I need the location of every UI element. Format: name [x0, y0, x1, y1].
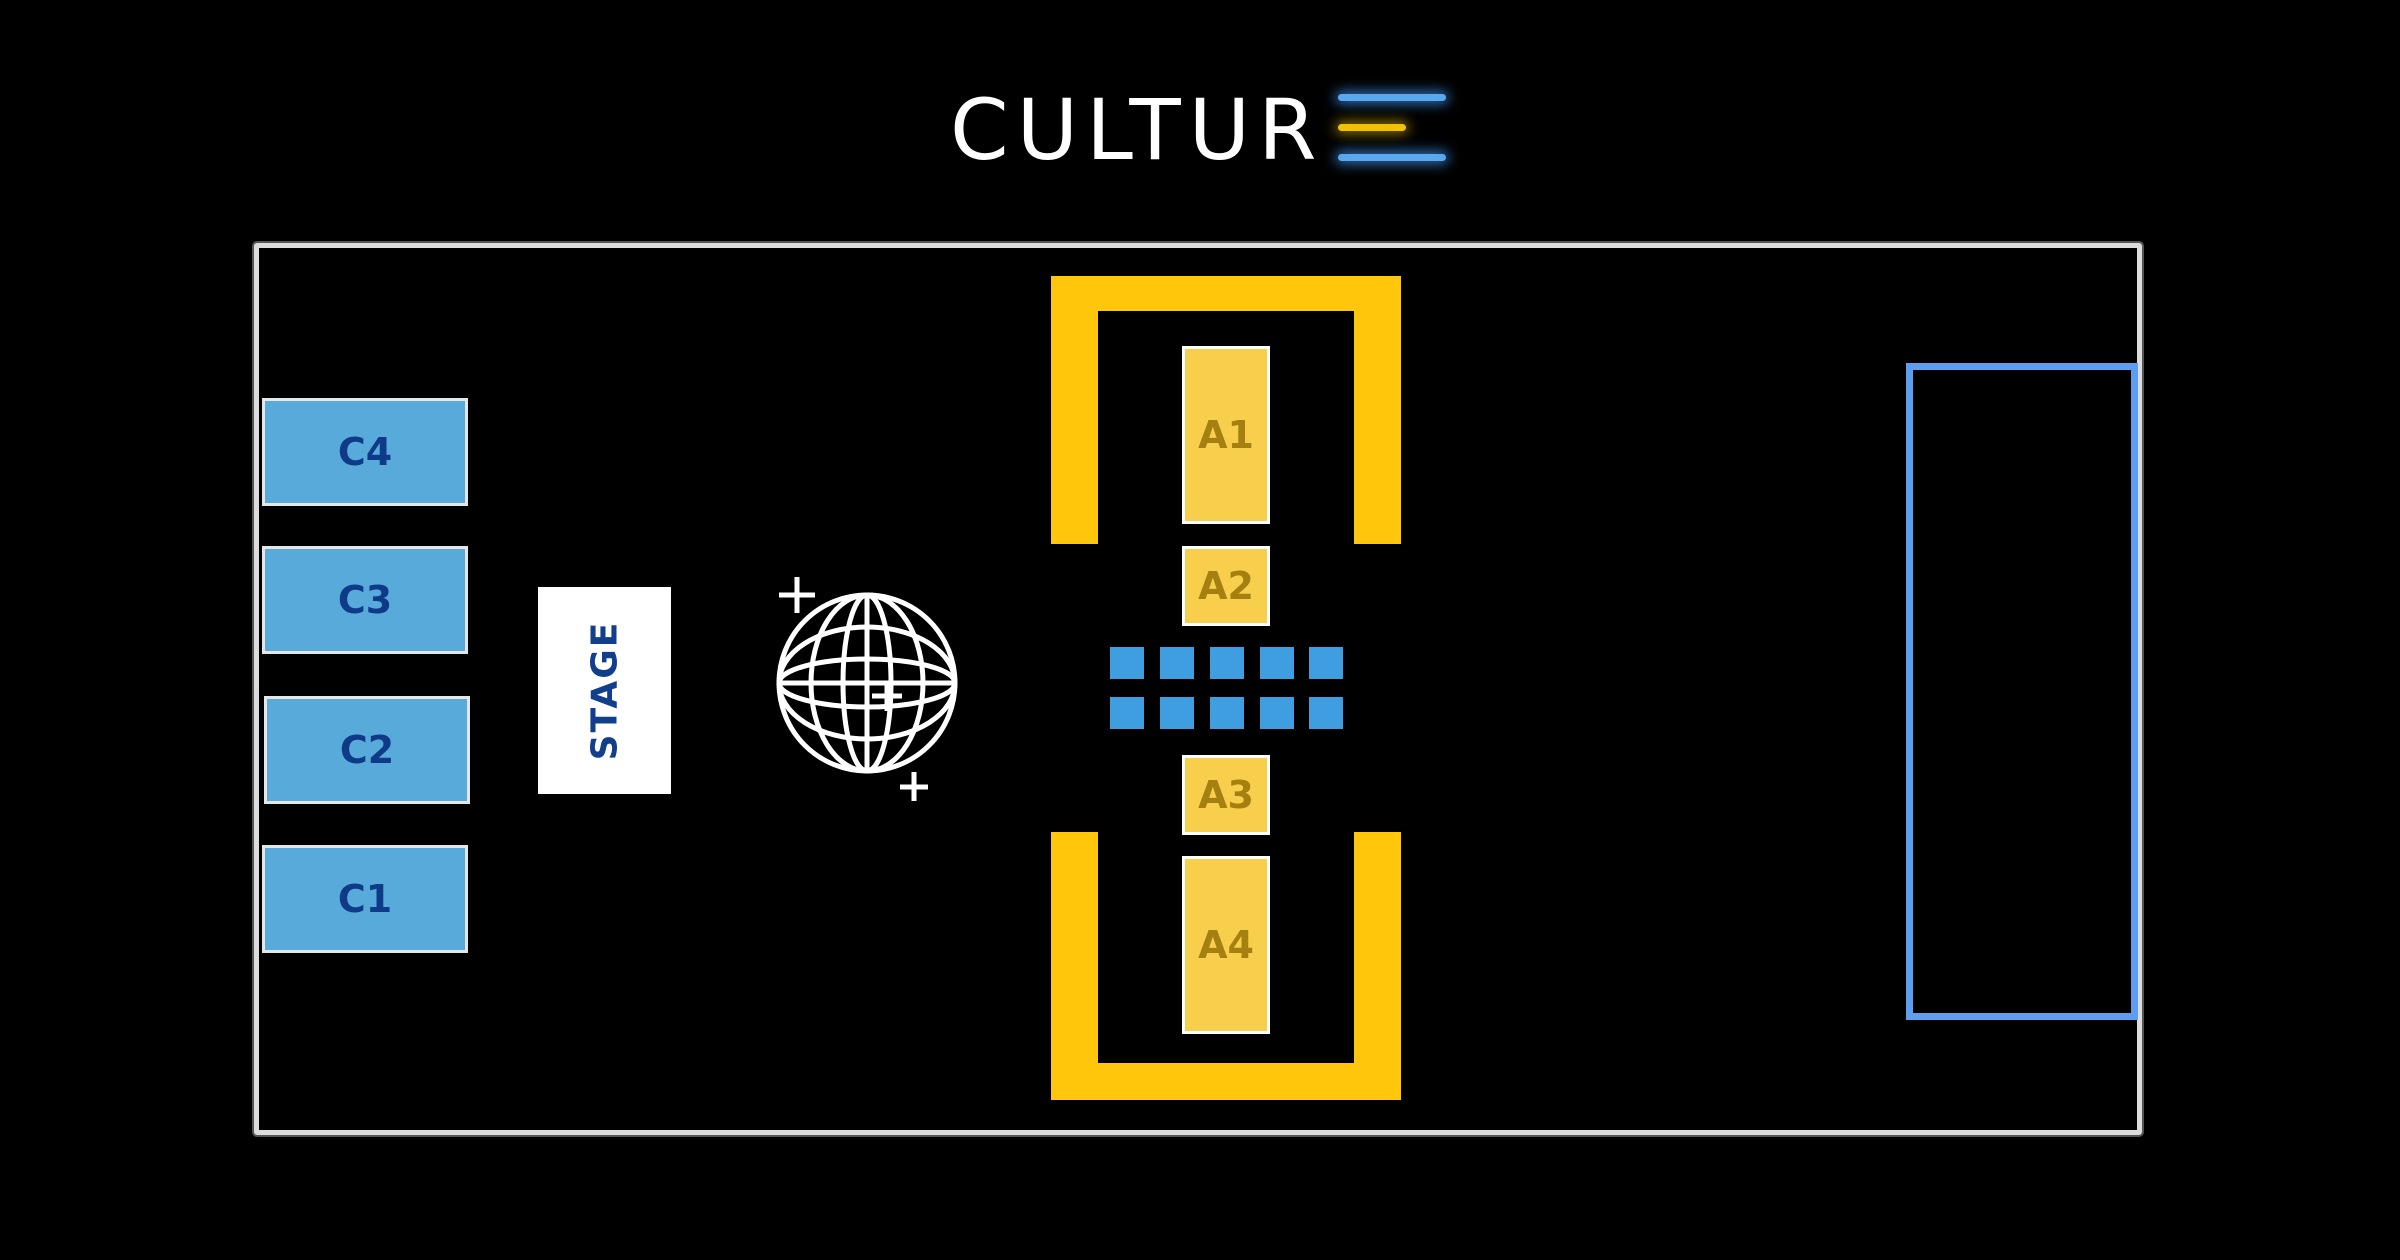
gold-barrier-top: [1051, 276, 1401, 311]
culture-logo: CULTUR: [950, 80, 1450, 180]
table[interactable]: [1260, 697, 1294, 729]
booth-c1-label: C1: [337, 877, 393, 921]
table[interactable]: [1210, 647, 1244, 679]
booth-a4-label: A4: [1198, 923, 1254, 967]
logo-text: CULTUR: [950, 81, 1325, 179]
right-area-outline: [1906, 363, 2138, 1020]
table[interactable]: [1260, 647, 1294, 679]
booth-c4[interactable]: C4: [262, 398, 468, 506]
table[interactable]: [1110, 697, 1144, 729]
booth-a2[interactable]: A2: [1182, 546, 1270, 626]
table[interactable]: [1160, 647, 1194, 679]
table[interactable]: [1210, 697, 1244, 729]
gold-barrier-bottom: [1051, 1063, 1401, 1100]
booth-c4-label: C4: [337, 430, 393, 474]
venue-outline: [254, 243, 2142, 1135]
logo-e-mark-icon: [1338, 94, 1458, 166]
gold-barrier-bottom-right: [1354, 832, 1401, 1100]
booth-a2-label: A2: [1198, 564, 1254, 608]
gold-barrier-bottom-left: [1051, 832, 1098, 1100]
booth-a4[interactable]: A4: [1182, 856, 1270, 1034]
table[interactable]: [1309, 647, 1343, 679]
stage-label: STAGE: [584, 620, 626, 761]
stage[interactable]: STAGE: [538, 587, 671, 794]
booth-c3[interactable]: C3: [262, 546, 468, 654]
booth-a1-label: A1: [1198, 413, 1254, 457]
gold-barrier-top-right: [1354, 276, 1401, 544]
table[interactable]: [1309, 697, 1343, 729]
booth-c3-label: C3: [337, 578, 393, 622]
booth-c1[interactable]: C1: [262, 845, 468, 953]
booth-a1[interactable]: A1: [1182, 346, 1270, 524]
booth-a3[interactable]: A3: [1182, 755, 1270, 835]
booth-a3-label: A3: [1198, 773, 1254, 817]
booth-c2-label: C2: [339, 728, 395, 772]
table[interactable]: [1160, 697, 1194, 729]
gold-barrier-top-left: [1051, 276, 1098, 544]
table[interactable]: [1110, 647, 1144, 679]
disco-ball-icon: [770, 565, 970, 815]
booth-c2[interactable]: C2: [264, 696, 470, 804]
